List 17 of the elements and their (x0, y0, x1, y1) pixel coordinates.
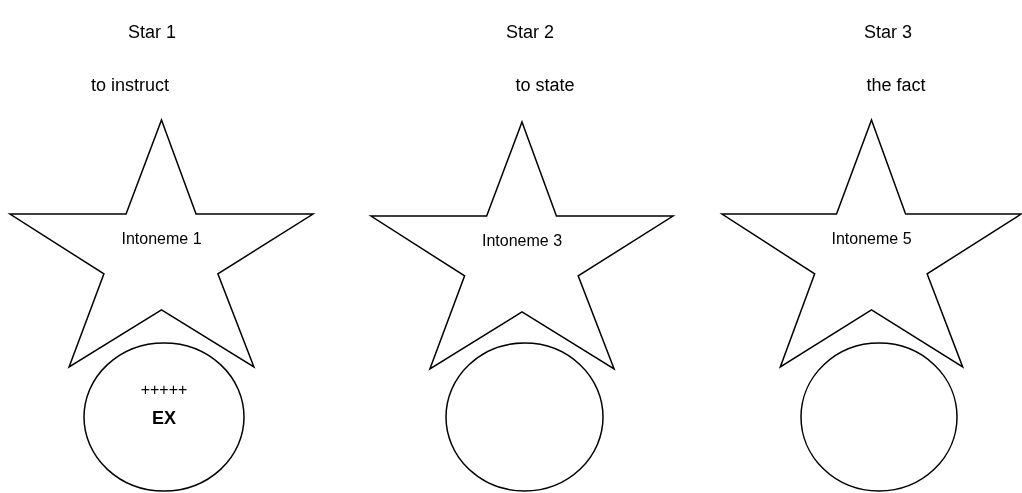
star-caption: to instruct (91, 75, 169, 96)
circle-label: +++++ (139, 380, 189, 400)
star-label: Intoneme 1 (120, 228, 203, 249)
star-caption: the fact (866, 75, 926, 96)
circle-label: EX (151, 407, 177, 430)
star-heading: Star 3 (864, 22, 912, 43)
star-shape (722, 120, 1021, 367)
circle-shape (84, 343, 244, 491)
star-heading: Star 1 (128, 22, 176, 43)
star-heading: Star 2 (506, 22, 554, 43)
circle-shape (446, 343, 603, 491)
star-label: Intoneme 5 (830, 228, 913, 249)
star-shape (10, 120, 313, 367)
star-caption: to state (515, 75, 575, 96)
circle-shape (801, 343, 957, 491)
star-shape (371, 122, 673, 369)
star-label: Intoneme 3 (480, 230, 564, 251)
